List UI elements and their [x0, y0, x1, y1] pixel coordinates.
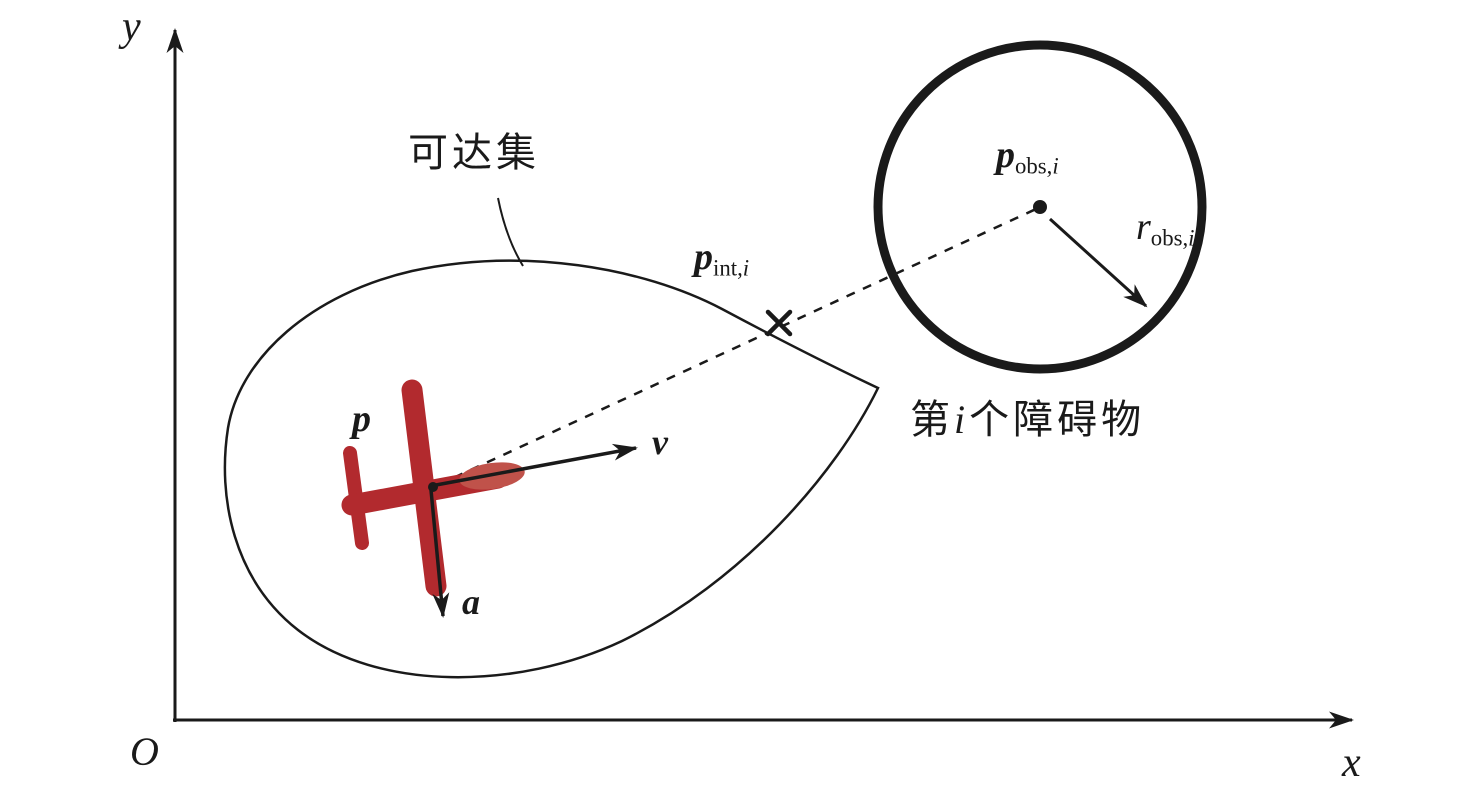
- p-int-sub: int,: [713, 255, 743, 281]
- velocity-label-text: v: [652, 422, 668, 462]
- obstacle-label-post: 个障碍物: [969, 398, 1146, 442]
- r-obs-sub: obs,: [1150, 225, 1189, 251]
- obstacle-label-pre: 第: [910, 398, 954, 442]
- reachable-set-label-text: 可达集: [408, 131, 540, 175]
- velocity-label: v: [652, 424, 668, 460]
- intersection-cross: [765, 309, 793, 337]
- acceleration-label-text: a: [462, 582, 480, 622]
- obstacle-radius-label: robs,i: [1136, 208, 1195, 250]
- reachable-set-label: 可达集: [408, 133, 540, 173]
- dashed-sightline: [437, 207, 1037, 487]
- obstacle-circle: [873, 40, 1207, 374]
- p-int-sub-i: i: [742, 255, 750, 281]
- origin-label: O: [130, 732, 159, 772]
- obstacle-label-italic-i: i: [954, 397, 970, 442]
- r-obs-main: r: [1136, 206, 1151, 248]
- uav-position-dot: [428, 482, 438, 492]
- radius-arrow: [1048, 217, 1148, 308]
- intersection-point-label: pint,i: [694, 238, 749, 280]
- acceleration-label: a: [462, 584, 480, 620]
- reachable-set-outline: [223, 259, 880, 679]
- y-axis-label-text: y: [122, 4, 141, 50]
- obstacle-label: 第i个障碍物: [910, 397, 1146, 442]
- x-axis-label: x: [1342, 742, 1361, 784]
- obstacle-center-label: pobs,i: [996, 136, 1059, 178]
- velocity-arrow: [435, 443, 638, 487]
- r-obs-sub-i: i: [1188, 225, 1195, 251]
- p-obs-main: p: [996, 134, 1015, 176]
- p-obs-sub-i: i: [1052, 153, 1059, 179]
- acceleration-arrow: [429, 489, 450, 618]
- p-obs-sub: obs,: [1015, 153, 1053, 179]
- x-axis-label-text: x: [1342, 740, 1361, 786]
- position-label-text: p: [352, 398, 371, 440]
- reachable-set-leader-line: [497, 197, 524, 267]
- obstacle-center-dot: [1033, 200, 1047, 214]
- origin-label-text: O: [130, 729, 159, 774]
- position-label: p: [352, 400, 371, 438]
- p-int-main: p: [694, 236, 713, 278]
- uav-wing: [401, 379, 447, 597]
- uav-icon: [341, 379, 525, 597]
- y-axis-label: y: [122, 6, 141, 48]
